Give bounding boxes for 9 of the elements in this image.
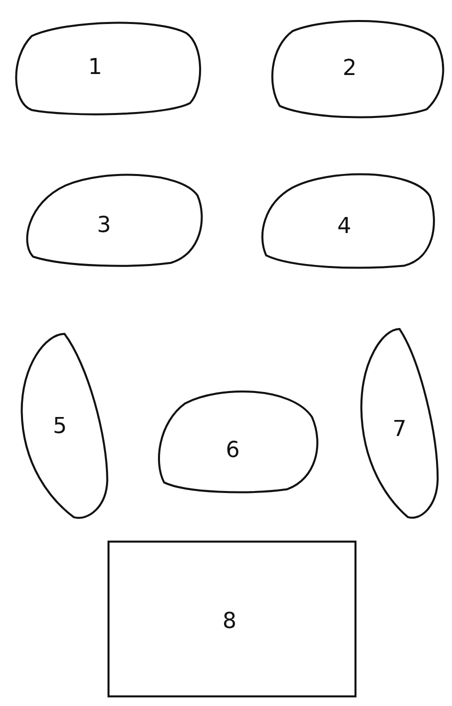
region-number: 8 — [222, 610, 236, 634]
region-number: 6 — [226, 438, 240, 463]
region-number: 2 — [342, 56, 357, 80]
region-number: 1 — [88, 56, 102, 80]
region-number: 4 — [337, 215, 352, 240]
region-number: 5 — [52, 414, 67, 438]
rectangle-outline — [106, 540, 358, 698]
region-number: 7 — [392, 418, 406, 442]
region-number: 3 — [96, 214, 111, 238]
